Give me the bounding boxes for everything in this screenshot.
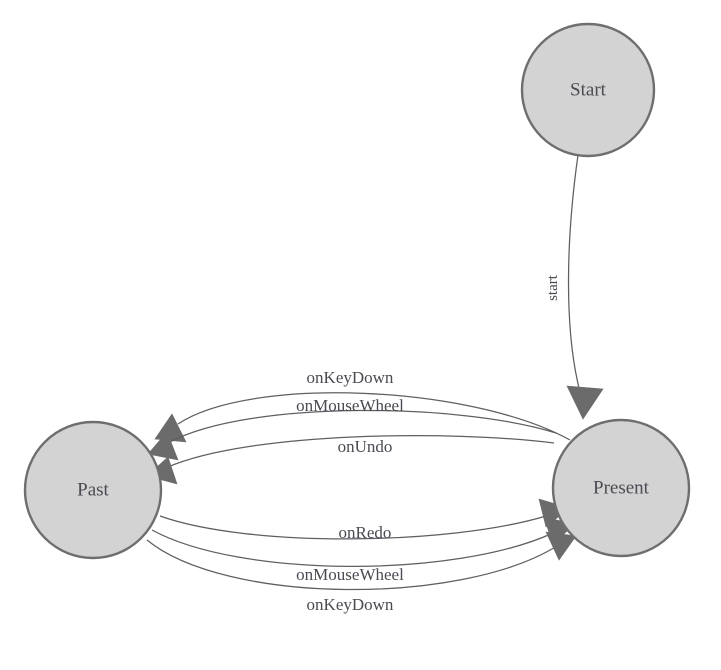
node-present-label: Present bbox=[593, 477, 650, 498]
edge-onmousewheel-to-past[interactable]: onMouseWheel bbox=[147, 396, 557, 461]
node-present-circle bbox=[551, 418, 691, 558]
edge-onkeydown-to-past-label: onKeyDown bbox=[307, 368, 394, 387]
edge-onkeydown-to-past-path bbox=[177, 392, 571, 441]
node-past-circle bbox=[23, 420, 163, 560]
edge-start-label: start bbox=[545, 274, 561, 301]
edge-onredo-to-present-label: onRedo bbox=[339, 523, 392, 542]
edge-onmousewheel-to-past-label: onMouseWheel bbox=[296, 396, 404, 415]
node-present[interactable]: Present bbox=[551, 418, 691, 558]
edge-onmousewheel-to-past-arrowhead bbox=[147, 431, 179, 461]
edge-start[interactable]: start bbox=[545, 154, 604, 420]
node-start-circle bbox=[520, 22, 656, 158]
edge-onredo-to-present[interactable]: onRedo bbox=[159, 498, 570, 542]
edge-onmousewheel-to-present-path bbox=[151, 529, 554, 567]
node-start[interactable]: Start bbox=[520, 22, 656, 158]
edge-onundo-to-past-path bbox=[167, 435, 555, 468]
edge-onkeydown-to-past[interactable]: onKeyDown bbox=[154, 368, 571, 443]
edge-start-path bbox=[567, 154, 581, 393]
edge-start-arrowhead bbox=[566, 385, 604, 420]
edge-onkeydown-to-past-arrowhead bbox=[154, 413, 187, 443]
edge-onmousewheel-to-past-path bbox=[169, 409, 557, 443]
edge-onkeydown-to-present-label: onKeyDown bbox=[307, 595, 394, 614]
edge-onkeydown-to-present-arrowhead bbox=[545, 531, 577, 561]
edge-onundo-to-past[interactable]: onUndo bbox=[146, 435, 555, 485]
edge-onkeydown-to-present-path bbox=[146, 539, 558, 591]
edge-onredo-to-present-path bbox=[159, 515, 547, 540]
edge-onundo-to-past-label: onUndo bbox=[338, 437, 393, 456]
edge-onmousewheel-to-present-label: onMouseWheel bbox=[296, 565, 404, 584]
edge-onkeydown-to-present[interactable]: onKeyDown bbox=[146, 531, 577, 614]
node-past-label: Past bbox=[77, 479, 109, 500]
node-start-label: Start bbox=[570, 79, 607, 100]
node-past[interactable]: Past bbox=[23, 420, 163, 560]
